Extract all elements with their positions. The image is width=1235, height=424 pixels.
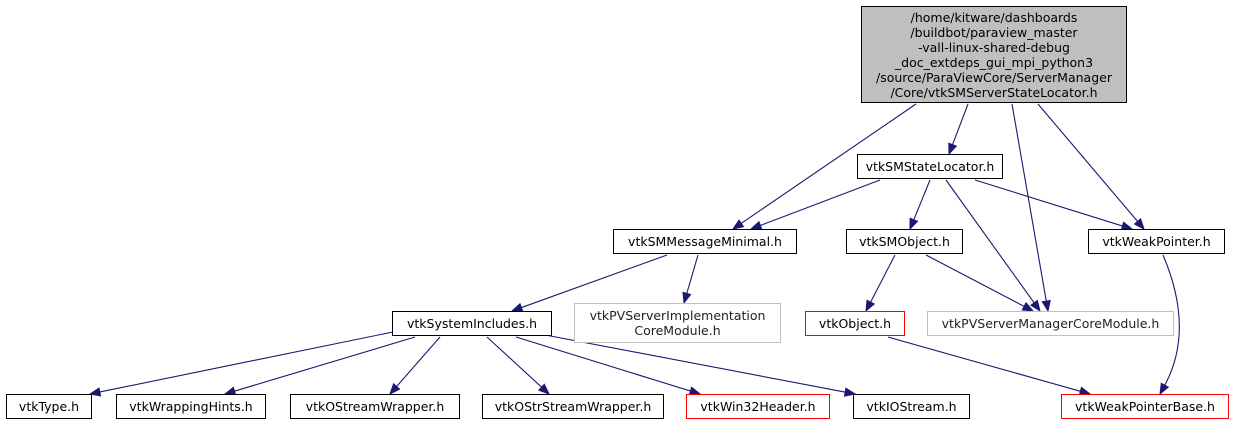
edge-arrowhead <box>1159 382 1170 396</box>
edge-state-locator-to-message-minimal <box>749 179 881 230</box>
edge-arrowhead <box>865 299 876 313</box>
edge-line <box>1037 103 1139 223</box>
node-vtkSystemIncludes[interactable]: vtkSystemIncludes.h <box>392 311 552 336</box>
node-vtkSMObject[interactable]: vtkSMObject.h <box>846 229 963 254</box>
edge-line <box>869 254 896 304</box>
node-label-line-2: CoreModule.h <box>634 323 721 338</box>
edge-system-includes-to-iostream <box>539 333 857 397</box>
edge-line <box>515 336 692 392</box>
edge-line <box>759 179 881 227</box>
edge-sm-object-to-vtk-object <box>865 254 896 313</box>
node-vtkWrappingHints[interactable]: vtkWrappingHints.h <box>116 394 266 419</box>
edge-state-locator-to-pv-server-manager <box>945 179 1041 313</box>
node-label: vtkOStreamWrapper.h <box>305 399 445 414</box>
edge-line <box>233 336 416 392</box>
node-vtkWeakPointerBase[interactable]: vtkWeakPointerBase.h <box>1061 394 1229 419</box>
edge-line <box>98 331 394 393</box>
edge-line <box>951 103 969 146</box>
edge-arrowhead <box>389 382 401 396</box>
node-label: vtkObject.h <box>818 316 892 331</box>
edge-line <box>887 336 1082 393</box>
edge-line <box>912 179 931 221</box>
edge-system-includes-to-ostream-wrapper <box>389 336 441 396</box>
edge-system-includes-to-vtk-type <box>88 331 394 397</box>
node-vtkOStrStreamWrapper[interactable]: vtkOStrStreamWrapper.h <box>482 394 664 419</box>
node-vtkPVServerImplementationCoreModule: vtkPVServerImplementation CoreModule.h <box>574 303 781 343</box>
node-vtkPVServerManagerCoreModule: vtkPVServerManagerCoreModule.h <box>927 311 1174 336</box>
edge-line <box>1011 103 1048 303</box>
edge-arrowhead <box>538 383 550 395</box>
edge-line <box>539 333 847 393</box>
edge-vtk-object-to-weak-pointer-base <box>887 336 1092 396</box>
edge-arrowhead <box>1021 301 1035 312</box>
edge-line <box>1162 254 1180 387</box>
edge-arrowhead <box>1030 299 1041 313</box>
root-line-2: /buildbot/paraview_master <box>910 24 1078 40</box>
node-vtkSMMessageMinimal[interactable]: vtkSMMessageMinimal.h <box>613 229 797 254</box>
root-line-3: -vall-linux-shared-debug <box>918 39 1070 55</box>
edge-arrowhead <box>909 217 919 231</box>
edge-line <box>520 254 668 309</box>
node-label-line-1: vtkPVServerImplementation <box>589 308 766 323</box>
edge-arrowhead <box>1041 299 1051 313</box>
edge-line <box>925 254 1026 308</box>
node-vtkSMStateLocator[interactable]: vtkSMStateLocator.h <box>857 154 1003 179</box>
root-line-1: /home/kitware/dashboards <box>910 9 1078 25</box>
root-line-6: /Core/vtkSMServerStateLocator.h <box>890 84 1098 100</box>
edge-arrowhead <box>948 142 958 156</box>
edge-arrowhead <box>843 387 857 397</box>
node-label: vtkSMMessageMinimal.h <box>628 234 782 249</box>
node-vtkIOStream[interactable]: vtkIOStream.h <box>853 394 970 419</box>
node-vtkType[interactable]: vtkType.h <box>6 394 92 419</box>
edge-arrowhead <box>88 387 102 397</box>
node-label: vtkIOStream.h <box>866 399 957 414</box>
node-label: vtkPVServerManagerCoreModule.h <box>941 316 1160 331</box>
node-vtkWin32Header[interactable]: vtkWin32Header.h <box>686 394 830 419</box>
node-label: vtkSMStateLocator.h <box>865 159 995 174</box>
edge-weak-pointer-to-weak-pointer-base <box>1159 254 1180 396</box>
edge-system-includes-to-wrapping-hints <box>223 336 416 396</box>
edge-line <box>945 179 1036 305</box>
node-root-vtkSMServerStateLocator: /home/kitware/dashboards /buildbot/parav… <box>861 6 1127 103</box>
node-label: vtkWrappingHints.h <box>129 399 253 414</box>
root-line-5: /source/ParaViewCore/ServerManager <box>876 69 1112 85</box>
node-label: vtkSMObject.h <box>859 234 950 249</box>
node-label: vtkOStrStreamWrapper.h <box>494 399 652 414</box>
edge-line <box>974 179 1124 227</box>
root-line-4: _doc_extdeps_gui_mpi_python3 <box>894 54 1094 70</box>
edge-root-to-state-locator <box>948 103 969 156</box>
node-vtkObject[interactable]: vtkObject.h <box>805 311 905 336</box>
node-vtkWeakPointer[interactable]: vtkWeakPointer.h <box>1088 229 1225 254</box>
edge-arrowhead <box>1133 217 1145 231</box>
edge-state-locator-to-sm-object <box>909 179 931 231</box>
edge-line <box>486 336 543 389</box>
edge-message-minimal-to-pv-server-impl <box>682 254 699 305</box>
edge-root-to-message-minimal <box>731 103 917 230</box>
edge-arrowhead <box>682 291 692 305</box>
node-vtkOStreamWrapper[interactable]: vtkOStreamWrapper.h <box>290 394 460 419</box>
edge-line <box>395 336 441 388</box>
edge-line <box>740 103 917 225</box>
node-label: vtkWin32Header.h <box>700 399 816 414</box>
edge-arrowhead <box>731 219 745 230</box>
edge-system-includes-to-ostrstream-wrapper <box>486 336 550 395</box>
node-label: vtkWeakPointerBase.h <box>1075 399 1215 414</box>
edge-root-to-weak-pointer <box>1037 103 1145 231</box>
node-label: vtkSystemIncludes.h <box>406 316 538 331</box>
edge-root-to-pv-server-manager <box>1011 103 1051 313</box>
node-label: vtkWeakPointer.h <box>1102 234 1211 249</box>
node-label: vtkType.h <box>18 399 80 414</box>
edge-line <box>685 254 699 295</box>
edge-sm-object-to-pv-server-manager <box>925 254 1035 312</box>
